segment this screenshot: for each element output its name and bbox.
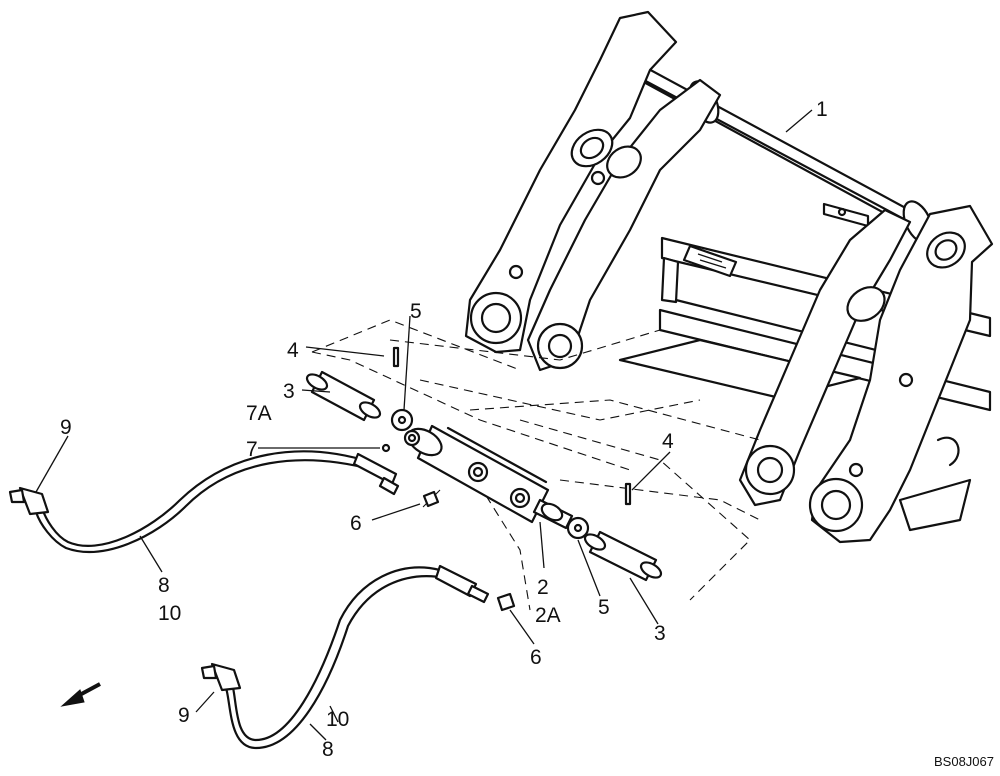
coupler-frame (464, 10, 994, 544)
roll-pin-4-right (624, 482, 632, 506)
callout-7a: 7A (246, 402, 272, 425)
left-pin-assembly (305, 346, 414, 453)
roll-pin-4-left (392, 346, 400, 368)
hose-upper (8, 450, 400, 553)
arrow-icon (60, 682, 101, 707)
callout-7: 7 (246, 438, 258, 461)
callout-6-upper: 6 (350, 512, 362, 535)
washer-5-right (566, 516, 590, 540)
callout-10-upper: 10 (158, 602, 181, 625)
callout-10-lower: 10 (326, 708, 349, 731)
callout-2a: 2A (535, 604, 561, 627)
callout-5-right: 5 (598, 596, 610, 619)
callout-9-lower: 9 (178, 704, 190, 727)
coupler-9-lower (210, 662, 242, 692)
hose-lower (200, 564, 490, 750)
hose-end-fitting (352, 452, 398, 486)
right-pin-assembly (566, 482, 663, 582)
callout-6-lower: 6 (530, 646, 542, 669)
callout-8-lower: 8 (322, 738, 334, 761)
callout-3-left: 3 (283, 380, 295, 403)
callout-4-left: 4 (287, 339, 299, 362)
callout-1: 1 (816, 98, 828, 121)
callout-labels: 1 4 3 5 7A 7 6 4 2 2A 5 3 6 9 8 10 9 10 … (60, 98, 828, 761)
callout-4-right: 4 (662, 430, 674, 453)
fitting-6-lower (496, 592, 516, 612)
hydraulic-cylinder (403, 424, 574, 530)
callout-3-right: 3 (654, 622, 666, 645)
fitting-7 (381, 443, 391, 453)
callout-9-upper: 9 (60, 416, 72, 439)
washer-5-left (390, 408, 414, 432)
coupler-9-upper (18, 486, 50, 516)
callout-2: 2 (537, 576, 549, 599)
figure-code: BS08J067 (934, 754, 994, 769)
fitting-6-upper (422, 490, 440, 508)
warning-decal (682, 244, 738, 278)
callout-8-upper: 8 (158, 574, 170, 597)
callout-5-left: 5 (410, 300, 422, 323)
leader-lines (35, 109, 813, 741)
pivot-hole (469, 291, 523, 345)
right-side-plate (810, 204, 994, 544)
